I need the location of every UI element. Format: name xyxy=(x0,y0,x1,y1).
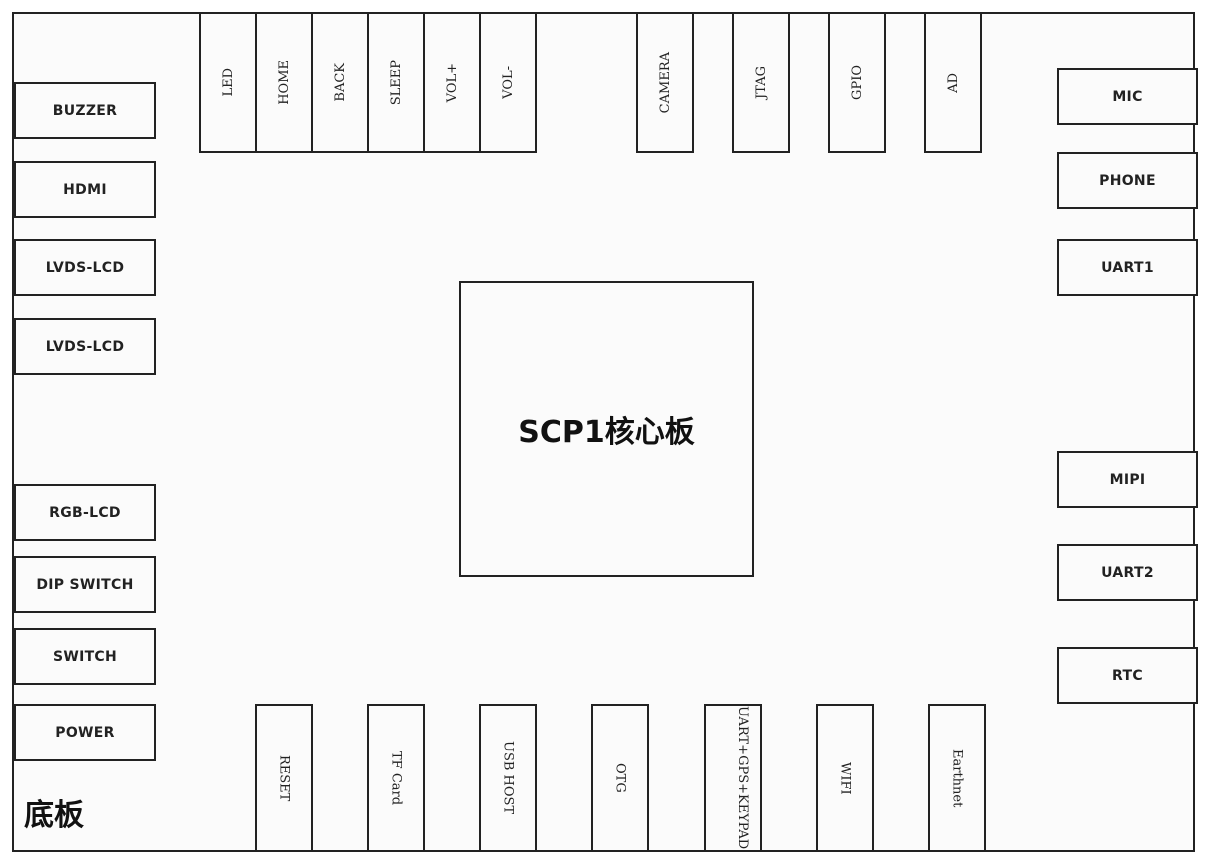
block-label: GPIO xyxy=(849,65,865,100)
lvds-lcd-block-1: LVDS-LCD xyxy=(14,239,156,296)
block-label: RTC xyxy=(1112,667,1143,684)
block-label: CAMERA xyxy=(657,51,673,114)
block-label: SLEEP xyxy=(388,59,404,106)
back-block: BACK xyxy=(311,12,369,153)
phone-block: PHONE xyxy=(1057,152,1198,209)
block-label: MIC xyxy=(1112,88,1143,105)
wifi-block: WIFI xyxy=(816,704,874,852)
block-label: AD xyxy=(945,72,961,93)
uart1-block: UART1 xyxy=(1057,239,1198,296)
block-label: Earthnet xyxy=(949,748,965,808)
buzzer-block: BUZZER xyxy=(14,82,156,139)
jtag-block: JTAG xyxy=(732,12,790,153)
vol-up-block: VOL+ xyxy=(423,12,481,153)
core-board: SCP1核心板 xyxy=(459,281,754,577)
uart2-block: UART2 xyxy=(1057,544,1198,601)
hdmi-block: HDMI xyxy=(14,161,156,218)
block-label: LVDS-LCD xyxy=(45,338,125,355)
block-label: RGB-LCD xyxy=(49,504,121,521)
mipi-block: MIPI xyxy=(1057,451,1198,508)
block-label: PHONE xyxy=(1099,172,1156,189)
vol-down-block: VOL- xyxy=(479,12,537,153)
uart-gps-keypad-block: UART+GPS+KEYPAD xyxy=(704,704,762,852)
block-label: BACK xyxy=(332,63,348,102)
block-label: MIPI xyxy=(1109,471,1146,488)
sleep-block: SLEEP xyxy=(367,12,425,153)
block-label: TF Card xyxy=(388,750,404,806)
rtc-block: RTC xyxy=(1057,647,1198,704)
block-label: RESET xyxy=(276,754,292,802)
block-label: USB HOST xyxy=(500,741,516,815)
block-label: POWER xyxy=(55,724,115,741)
otg-block: OTG xyxy=(591,704,649,852)
block-label: LED xyxy=(220,68,236,97)
switch-block: SWITCH xyxy=(14,628,156,685)
block-label: VOL- xyxy=(500,66,516,99)
block-label: BUZZER xyxy=(52,102,118,119)
block-label: DIP SWITCH xyxy=(36,576,134,593)
gpio-block: GPIO xyxy=(828,12,886,153)
earthnet-block: Earthnet xyxy=(928,704,986,852)
block-label: HOME xyxy=(276,60,292,105)
mic-block: MIC xyxy=(1057,68,1198,125)
block-label: WIFI xyxy=(837,761,853,795)
led-block: LED xyxy=(199,12,257,153)
usb-host-block: USB HOST xyxy=(479,704,537,852)
block-label: OTG xyxy=(612,763,628,793)
block-label: HDMI xyxy=(63,181,107,198)
power-block: POWER xyxy=(14,704,156,761)
block-label: JTAG xyxy=(753,66,769,99)
home-block: HOME xyxy=(255,12,313,153)
tf-card-block: TF Card xyxy=(367,704,425,852)
block-label: VOL+ xyxy=(444,62,460,103)
block-label: LVDS-LCD xyxy=(45,259,125,276)
reset-block: RESET xyxy=(255,704,313,852)
block-label: SWITCH xyxy=(52,648,118,665)
base-board-label: 底板 xyxy=(24,798,84,833)
core-board-label: SCP1核心板 xyxy=(518,415,695,450)
ad-block: AD xyxy=(924,12,982,153)
block-label: UART2 xyxy=(1101,564,1154,581)
camera-block: CAMERA xyxy=(636,12,694,153)
rgb-lcd-block: RGB-LCD xyxy=(14,484,156,541)
dip-switch-block: DIP SWITCH xyxy=(14,556,156,613)
block-label: UART+GPS+KEYPAD xyxy=(735,706,750,850)
lvds-lcd-block-2: LVDS-LCD xyxy=(14,318,156,375)
block-label: UART1 xyxy=(1101,259,1154,276)
